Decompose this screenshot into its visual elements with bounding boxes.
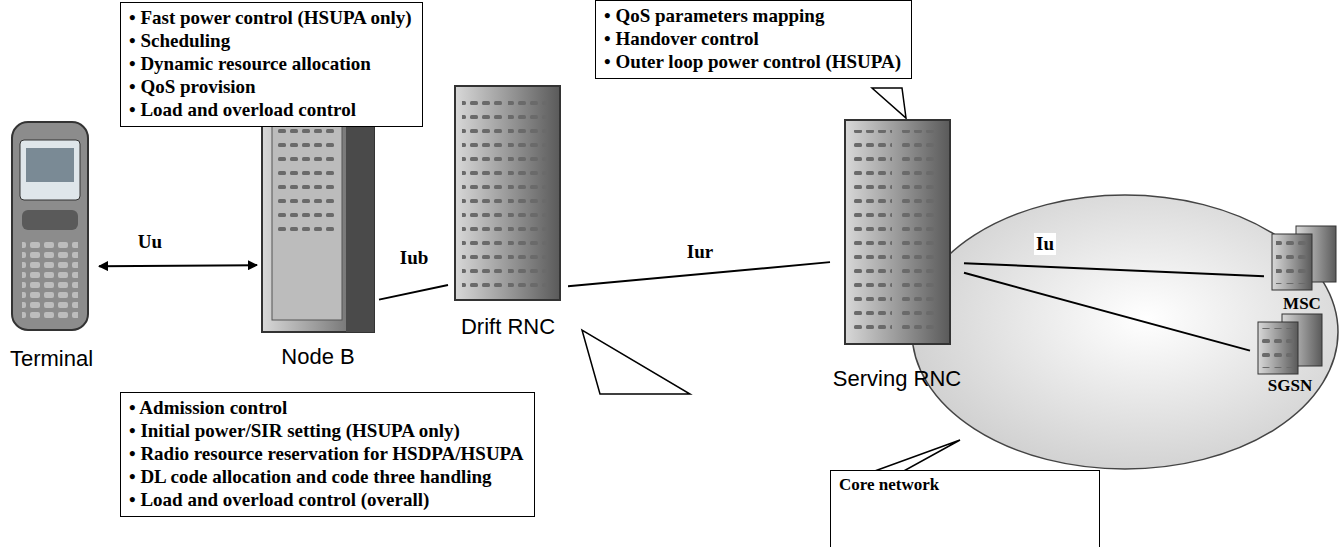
- interface-label: Iu: [1034, 233, 1056, 255]
- core-network-callout: Core network: [830, 470, 1100, 547]
- sgsn-server: [1258, 314, 1322, 374]
- rnc-node: Serving RNC: [830, 118, 964, 392]
- callout-text: • Handover control: [604, 27, 901, 50]
- callout-text: Core network: [839, 474, 1089, 496]
- phone-display: [26, 148, 74, 182]
- callout-text: • Outer loop power control (HSUPA): [604, 50, 901, 73]
- callout-text: • Dynamic resource allocation: [129, 52, 412, 75]
- cabinet-slots: [508, 96, 548, 292]
- callout-pointer: [872, 88, 906, 118]
- link-line: [99, 265, 257, 266]
- callout-text: • Admission control: [129, 396, 524, 419]
- cabinet-body: [455, 86, 560, 300]
- function-callout: • QoS parameters mapping• Handover contr…: [595, 0, 912, 79]
- equipment-label: Serving RNC: [830, 366, 964, 392]
- phone-icon: [12, 122, 88, 330]
- callout-text: • Load and overload control: [129, 98, 412, 121]
- cabinet-side: [346, 96, 374, 332]
- callout-text: • Load and overload control (overall): [129, 488, 524, 511]
- callout-text: • QoS provision: [129, 75, 412, 98]
- phone-body: [12, 122, 88, 330]
- equipment-label: Drift RNC: [448, 314, 568, 340]
- phone-keypad: [22, 238, 78, 318]
- rnc-node: Drift RNC: [448, 84, 568, 340]
- equipment-label: Terminal: [4, 346, 99, 372]
- callout-text: • Initial power/SIR setting (HSUPA only): [129, 419, 524, 442]
- core-network-ellipse: [912, 195, 1338, 469]
- server-box: [1272, 234, 1312, 290]
- callout-text: • Fast power control (HSUPA only): [129, 6, 412, 29]
- terminal-node: Terminal: [4, 120, 99, 372]
- server-slots: [1262, 328, 1294, 368]
- serving-rnc-cabinet: [845, 120, 950, 344]
- core-server-node: MSC: [1264, 222, 1340, 314]
- cabinet-slots: [276, 114, 338, 234]
- link-line: [964, 273, 1250, 351]
- cabinet-slots: [852, 130, 892, 336]
- cabinet-slots: [898, 130, 938, 336]
- server-box: [1258, 322, 1298, 374]
- equipment-label: SGSN: [1250, 376, 1330, 396]
- server-slots: [1276, 240, 1308, 284]
- phone-navkey: [22, 210, 78, 230]
- callout-pointer: [582, 330, 690, 394]
- cabinet-slots: [462, 96, 502, 292]
- function-callout: • Admission control• Initial power/SIR s…: [120, 392, 535, 517]
- link-line: [964, 263, 1264, 276]
- callout-text: • Radio resource reservation for HSDPA/H…: [129, 442, 524, 465]
- base-station-node: Node B: [257, 94, 379, 370]
- drift-rnc-cabinet: [455, 86, 560, 300]
- cabinet-body: [845, 120, 950, 344]
- interface-label: Iur: [685, 241, 715, 263]
- interface-label: Uu: [136, 231, 164, 253]
- callout-text: • Scheduling: [129, 29, 412, 52]
- callout-text: • DL code allocation and code three hand…: [129, 465, 524, 488]
- equipment-label: MSC: [1264, 294, 1340, 314]
- node-b-cabinet: [262, 96, 374, 332]
- cabinet-body: [262, 96, 374, 332]
- core-server-node: SGSN: [1250, 312, 1330, 396]
- equipment-label: Node B: [257, 344, 379, 370]
- interface-label: Iub: [398, 247, 431, 269]
- link-line: [568, 262, 830, 286]
- link-line: [379, 285, 448, 300]
- msc-server: [1272, 226, 1336, 290]
- phone-screen: [20, 140, 80, 200]
- callout-text: • QoS parameters mapping: [604, 4, 901, 27]
- cabinet-door: [272, 108, 342, 320]
- callout-pointer: [872, 440, 960, 472]
- function-callout: • Fast power control (HSUPA only)• Sched…: [120, 2, 423, 127]
